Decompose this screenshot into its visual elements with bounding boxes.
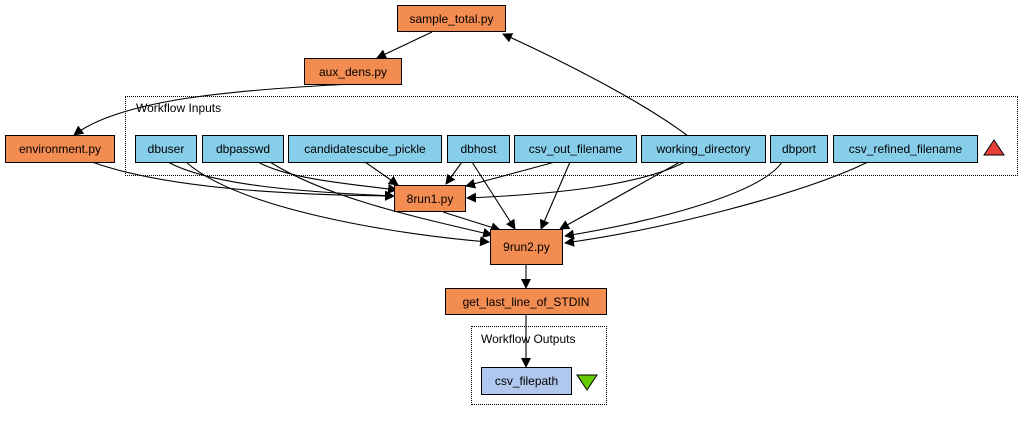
node-sample-total[interactable]: sample_total.py: [397, 5, 506, 32]
workflow-outputs-label: Workflow Outputs: [481, 332, 576, 346]
input-working-directory[interactable]: working_directory: [641, 135, 766, 163]
node-get-last-line[interactable]: get_last_line_of_STDIN: [445, 288, 607, 315]
workflow-outputs-cluster: [471, 326, 607, 405]
edge-working-directory-to-sample-total: [502, 33, 689, 137]
edge-run1-to-run2: [442, 211, 501, 233]
edge-csv-out-to-run1: [465, 161, 556, 189]
input-candidatescube-pickle[interactable]: candidatescube_pickle: [288, 135, 442, 163]
workflow-inputs-label: Workflow Inputs: [136, 101, 222, 115]
edge-candidatescube-to-run1: [364, 161, 399, 186]
node-run2[interactable]: 9run2.py: [490, 229, 563, 265]
input-dbuser[interactable]: dbuser: [135, 135, 197, 163]
inputs-marker-shape: [983, 139, 1005, 156]
red-up-triangle-icon: [983, 139, 1005, 156]
edge-csv-out-to-run2: [539, 161, 571, 230]
edge-environment-to-run1: [91, 161, 395, 201]
edge-sample-total-to-aux-dens: [376, 31, 433, 59]
edge-dbpasswd-to-run1: [257, 161, 398, 194]
edge-dbport-to-run2: [564, 161, 783, 240]
input-dbhost[interactable]: dbhost: [447, 135, 510, 163]
input-csv-out-filename[interactable]: csv_out_filename: [514, 135, 637, 163]
outputs-marker-shape: [576, 374, 598, 391]
edge-dbhost-to-run2: [471, 161, 516, 230]
edge-aux-dens-to-environment: [73, 83, 353, 136]
node-environment[interactable]: environment.py: [5, 135, 115, 163]
output-csv-filepath[interactable]: csv_filepath: [481, 367, 572, 395]
edge-dbuser-to-run2: [185, 161, 490, 247]
edge-working-directory-to-run2: [559, 161, 681, 230]
input-csv-refined-filename[interactable]: csv_refined_filename: [833, 135, 978, 163]
workflow-inputs-cluster: [125, 96, 1018, 176]
edge-dbhost-to-run1: [445, 161, 463, 185]
input-dbpasswd[interactable]: dbpasswd: [202, 135, 284, 163]
node-aux-dens[interactable]: aux_dens.py: [304, 58, 402, 85]
green-down-triangle-icon: [576, 374, 598, 391]
input-dbport[interactable]: dbport: [770, 135, 828, 163]
edge-dbuser-to-run1: [167, 161, 395, 201]
node-run1[interactable]: 8run1.py: [394, 185, 466, 212]
edge-csv-refined-to-run2: [564, 161, 869, 247]
